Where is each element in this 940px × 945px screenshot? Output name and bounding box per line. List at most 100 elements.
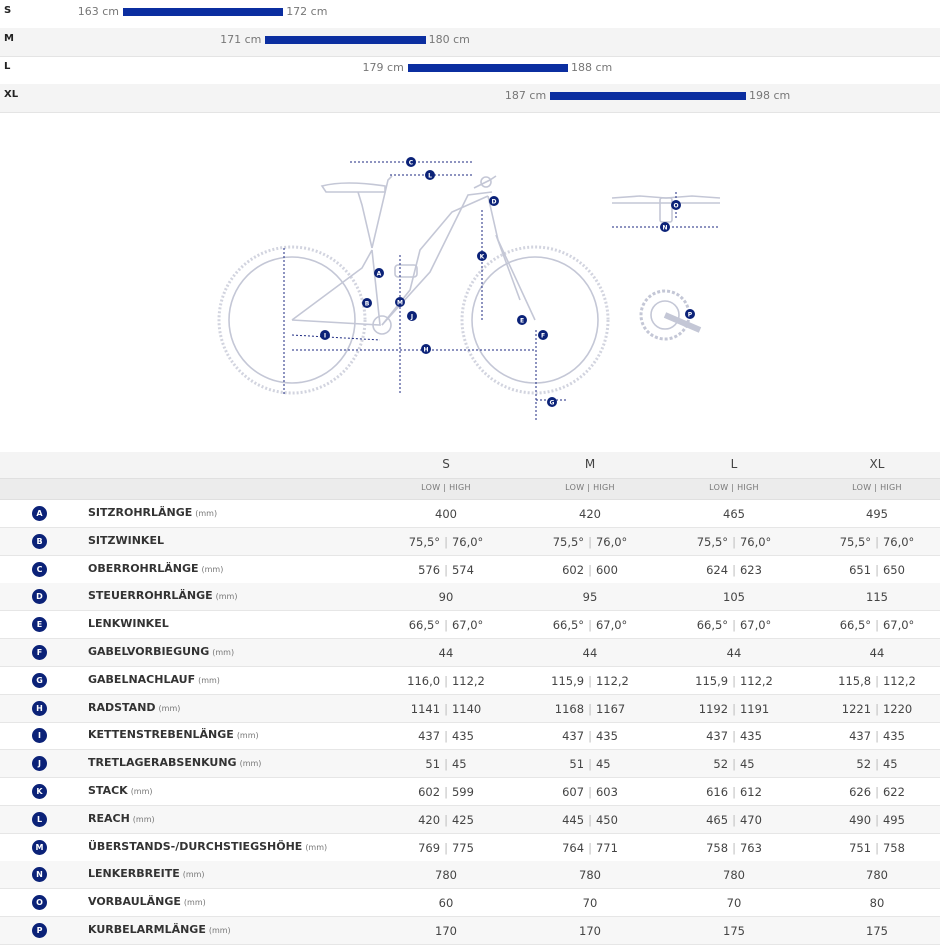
value-cell: 44: [582, 646, 598, 660]
low-value: 75,5°: [839, 534, 872, 549]
value-separator: |: [444, 812, 448, 827]
diagram-badge-letter: O: [673, 203, 678, 210]
measurement-badge: C: [32, 561, 47, 577]
low-value: 1192: [698, 701, 729, 716]
high-value: 1191: [739, 701, 770, 716]
value-cell: 420: [579, 507, 601, 521]
range-bar: [550, 92, 746, 100]
high-value: 495: [882, 812, 905, 827]
value-separator: |: [732, 534, 736, 549]
low-high-label: LOW | HIGH: [565, 483, 615, 492]
value-cell: 95: [582, 590, 598, 605]
measurement-label: GABELVORBIEGUNG: [88, 645, 210, 658]
value-separator: |: [875, 701, 879, 716]
value-cell: 52|45: [674, 757, 794, 771]
measurement-badge: I: [32, 728, 47, 744]
value-cell: 445|450: [530, 813, 650, 827]
measurement-name: GABELVORBIEGUNG(mm): [88, 645, 234, 658]
value-separator: |: [732, 729, 736, 744]
diagram-badge-letter: N: [662, 225, 667, 232]
value-cell: 75,5°|76,0°: [817, 535, 937, 549]
value-cell: 769|775: [386, 841, 506, 855]
measurement-name: LENKWINKEL: [88, 617, 169, 630]
high-value: 435: [739, 729, 762, 744]
high-value: 771: [595, 840, 618, 855]
low-value: 51: [425, 757, 441, 772]
diagram-badge-a: [374, 268, 384, 278]
diagram-badge-letter: H: [423, 347, 428, 354]
high-value: 112,2: [882, 673, 916, 688]
diagram-badge-m: [395, 297, 405, 307]
value-cell: 495: [866, 507, 888, 521]
measurement-name: VORBAULÄNGE(mm): [88, 895, 206, 908]
measurement-label: OBERROHRLÄNGE: [88, 561, 199, 575]
measurement-label: STEUERROHRLÄNGE: [88, 589, 213, 603]
high-value: 623: [739, 562, 762, 577]
measurement-label: LENKWINKEL: [88, 617, 169, 631]
value-cell: 175: [723, 924, 745, 938]
measurement-unit: (mm): [132, 814, 155, 824]
measurement-label: SITZROHRLÄNGE: [88, 506, 193, 519]
diagram-badge-letter: M: [397, 300, 403, 307]
low-value: 626: [849, 785, 872, 799]
value-separator: |: [732, 701, 736, 716]
measurement-badge: J: [32, 756, 47, 772]
value-cell: 624|623: [674, 563, 794, 577]
value-separator: |: [588, 618, 592, 633]
value-separator: |: [588, 673, 592, 688]
measurement-name: RADSTAND(mm): [88, 701, 180, 714]
measurement-unit: (mm): [215, 592, 238, 602]
range-min-height: 187 cm: [504, 89, 547, 102]
measurement-name: KURBELARMLÄNGE(mm): [88, 923, 231, 936]
size-range-label: S: [4, 5, 12, 16]
value-separator: |: [444, 757, 448, 772]
value-cell: 170: [435, 924, 457, 938]
range-max-height: 180 cm: [428, 33, 470, 46]
low-value: 1141: [410, 701, 441, 716]
high-value: 470: [739, 812, 762, 827]
high-value: 67,0°: [739, 618, 772, 633]
high-value: 622: [882, 785, 905, 799]
measurement-unit: (mm): [183, 898, 206, 908]
measurement-badge: E: [32, 617, 47, 633]
value-separator: |: [875, 757, 879, 772]
measurement-name: STEUERROHRLÄNGE(mm): [88, 589, 237, 602]
value-cell: 70: [582, 896, 598, 911]
low-value: 437: [418, 729, 441, 744]
measurement-badge: K: [32, 784, 47, 799]
size-column-s: S: [442, 457, 450, 471]
range-bar: [265, 36, 426, 44]
value-cell: 1192|1191: [674, 702, 794, 716]
high-value: 758: [882, 840, 905, 855]
value-separator: |: [732, 618, 736, 633]
high-value: 45: [595, 757, 611, 772]
measurement-label: ÜBERSTANDS-/DURCHSTIEGSHÖHE: [88, 839, 303, 853]
measurement-name: GABELNACHLAUF(mm): [88, 673, 220, 686]
measurement-unit: (mm): [182, 870, 205, 880]
value-separator: |: [875, 562, 879, 577]
measurement-badge: P: [32, 923, 47, 938]
high-value: 425: [451, 812, 474, 827]
value-separator: |: [875, 618, 879, 633]
value-cell: 66,5°|67,0°: [530, 618, 650, 632]
value-cell: 1141|1140: [386, 702, 506, 716]
value-cell: 626|622: [817, 785, 937, 799]
value-cell: 437|435: [530, 729, 650, 743]
measurement-unit: (mm): [130, 787, 153, 796]
high-value: 45: [451, 757, 467, 772]
low-value: 607: [562, 785, 585, 799]
diagram-badge-e: [517, 315, 527, 325]
low-value: 616: [706, 785, 729, 799]
low-value: 66,5°: [408, 618, 441, 633]
low-value: 769: [418, 840, 441, 855]
high-value: 1167: [595, 701, 626, 716]
value-cell: 465|470: [674, 813, 794, 827]
value-cell: 1168|1167: [530, 702, 650, 716]
measurement-name: OBERROHRLÄNGE(mm): [88, 562, 223, 575]
